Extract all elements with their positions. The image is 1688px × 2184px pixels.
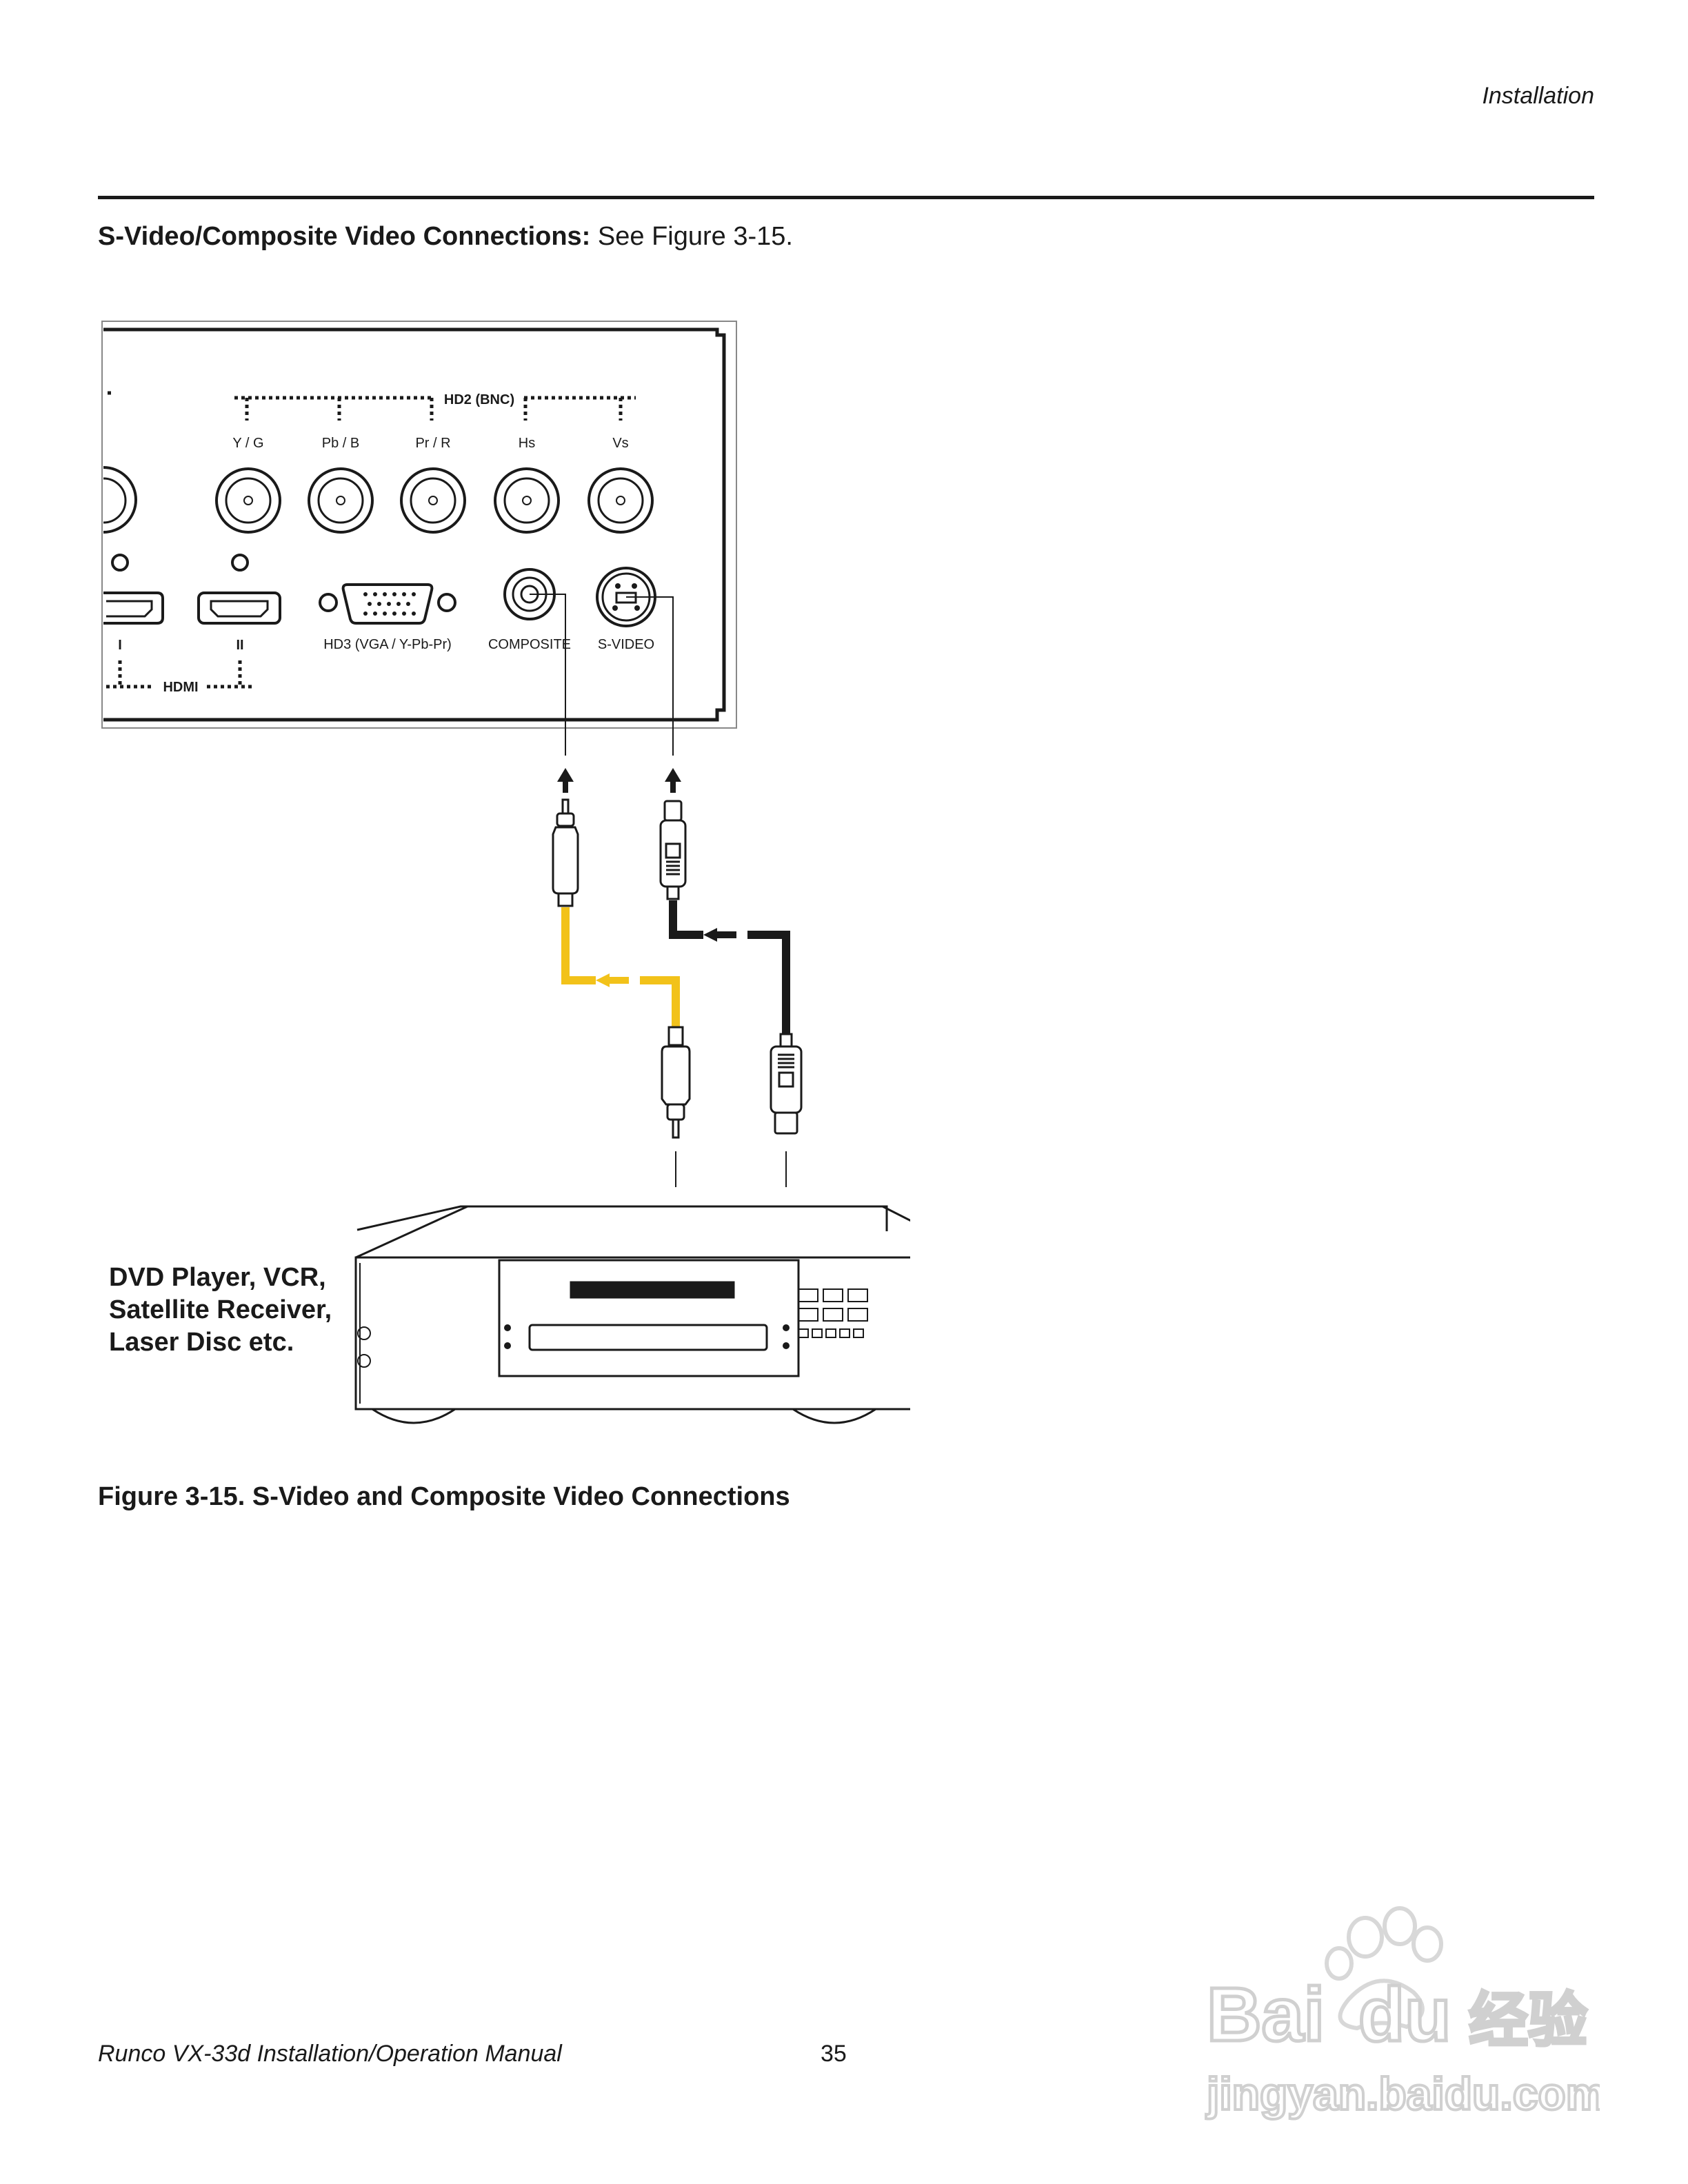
indicator-leds xyxy=(111,554,249,572)
composite-plug-top xyxy=(552,798,579,907)
svideo-cable xyxy=(669,900,790,1034)
bnc-label-vs: Vs xyxy=(612,436,628,451)
hd2-bracket xyxy=(108,391,636,421)
hdmi-port-1 xyxy=(103,592,164,625)
footer-page-number: 35 xyxy=(821,2041,847,2067)
footer-manual-title: Runco VX-33d Installation/Operation Manu… xyxy=(98,2041,562,2067)
hdmi-2-label: II xyxy=(236,638,243,653)
svg-text:经验: 经验 xyxy=(1469,1986,1587,2055)
svg-text:du: du xyxy=(1358,1972,1451,2057)
connection-figure: HD2 (BNC) Y / G Pb / B Pr / R Hs Vs xyxy=(97,310,910,1448)
bnc-connector-hs xyxy=(494,467,560,534)
up-arrows xyxy=(557,768,681,793)
bnc-connectors xyxy=(103,466,654,534)
composite-label: COMPOSITE xyxy=(488,637,571,652)
hdmi-group-label: HDMI xyxy=(163,680,198,695)
composite-cable xyxy=(561,907,680,1027)
bnc-label-prr: Pr / R xyxy=(415,436,450,451)
watermark-brand: Bai xyxy=(1207,1972,1325,2057)
bnc-connector-yg xyxy=(215,467,281,534)
hdmi-1-label: I xyxy=(118,638,122,653)
hd3-label: HD3 (VGA / Y-Pb-Pr) xyxy=(323,637,452,652)
baidu-watermark-logo: Bai du 经验 jingyan.baidu.com xyxy=(1204,1906,1600,2121)
bnc-connector-prr xyxy=(400,467,466,534)
hd3-vga-port xyxy=(319,583,456,625)
bnc-connector-pbb xyxy=(308,467,374,534)
hdmi-bracket xyxy=(106,660,252,689)
hdmi-ports xyxy=(103,592,281,625)
section-heading-reference: See Figure 3-15. xyxy=(590,222,793,251)
svideo-flow-arrow xyxy=(703,928,717,942)
composite-flow-arrow-tail xyxy=(608,977,629,984)
composite-plug-bottom xyxy=(661,1026,691,1139)
composite-flow-arrow xyxy=(596,973,610,987)
section-heading-bold: S-Video/Composite Video Connections: xyxy=(98,222,591,251)
svideo-plug-bottom xyxy=(770,1033,803,1135)
source-device-label-line-3: Laser Disc etc. xyxy=(109,1328,294,1357)
watermark-url: jingyan.baidu.com xyxy=(1205,2068,1600,2119)
partial-connector-left xyxy=(103,466,137,534)
svideo-flow-arrow-tail xyxy=(716,931,736,938)
bnc-connector-vs xyxy=(587,467,654,534)
bnc-label-pbb: Pb / B xyxy=(322,436,359,451)
connection-diagram: HD2 (BNC) Y / G Pb / B Pr / R Hs Vs xyxy=(101,321,910,1424)
svideo-label: S-VIDEO xyxy=(598,637,654,652)
source-device-label: DVD Player, VCR, Satellite Receiver, Las… xyxy=(109,1262,332,1359)
source-device-illustration xyxy=(354,1205,910,1424)
figure-caption: Figure 3-15. S-Video and Composite Video… xyxy=(98,1482,790,1511)
bnc-label-hs: Hs xyxy=(519,436,535,451)
composite-up-arrow xyxy=(557,768,574,793)
source-device-label-line-1: DVD Player, VCR, xyxy=(109,1263,326,1292)
running-head: Installation xyxy=(1482,83,1594,109)
section-heading: S-Video/Composite Video Connections: See… xyxy=(98,222,793,252)
projector-rear-panel xyxy=(101,321,737,729)
bnc-label-yg: Y / G xyxy=(232,436,263,451)
hdmi-port-2 xyxy=(197,592,281,625)
source-device-label-line-2: Satellite Receiver, xyxy=(109,1295,332,1324)
hd2-group-label: HD2 (BNC) xyxy=(444,392,514,407)
svideo-plug-top xyxy=(659,800,687,900)
header-rule xyxy=(98,196,1594,199)
svideo-up-arrow xyxy=(665,768,681,793)
leader-lines xyxy=(530,594,787,1187)
